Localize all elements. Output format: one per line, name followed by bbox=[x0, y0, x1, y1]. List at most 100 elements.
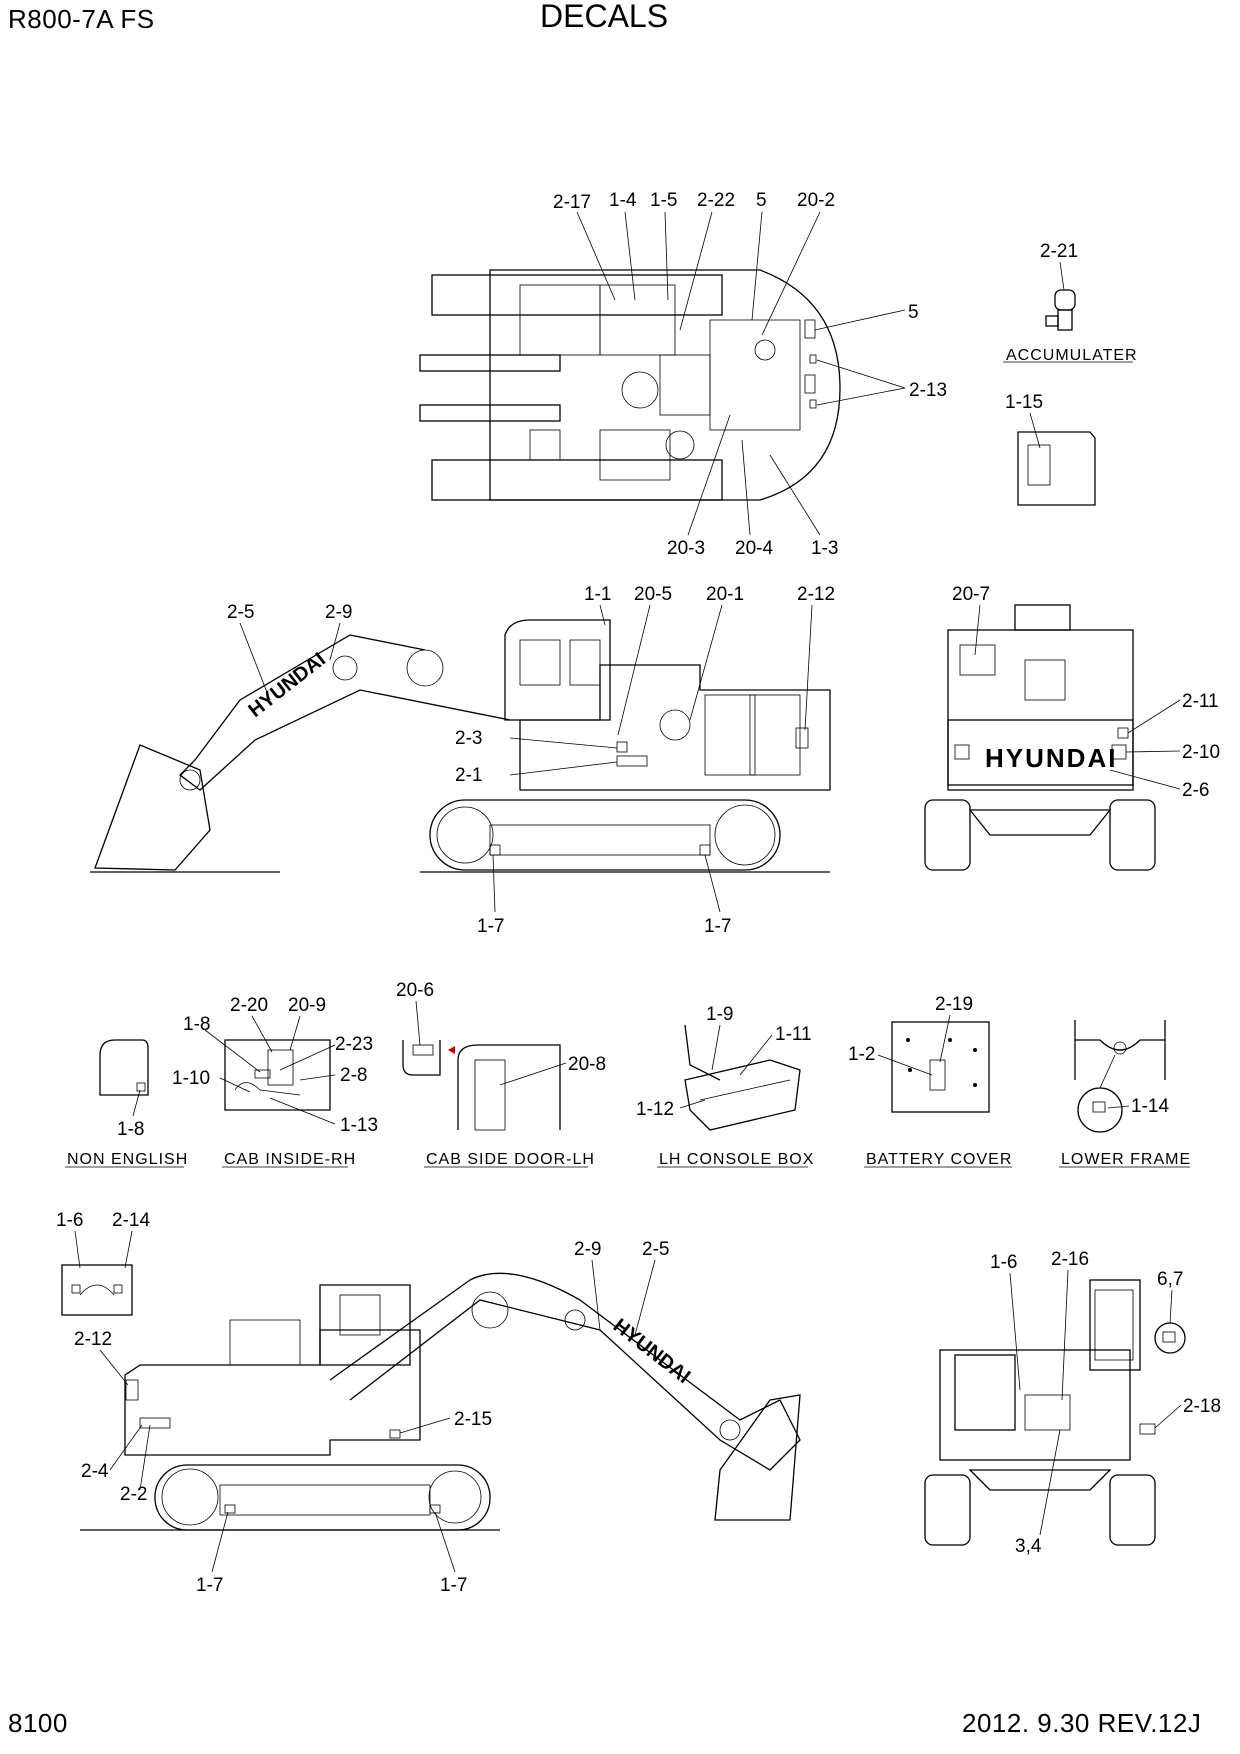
front-view: 1-6 2-16 6,7 2-18 3,4 bbox=[924, 1249, 1221, 1557]
callout: 20-6 bbox=[396, 980, 434, 1001]
panel-decal bbox=[1027, 444, 1051, 486]
callout: 5 bbox=[756, 190, 767, 211]
front-cab bbox=[1089, 1279, 1141, 1371]
callout: 1-7 bbox=[704, 916, 731, 937]
callout: 20-1 bbox=[706, 584, 744, 605]
track-assembly bbox=[429, 799, 781, 871]
upper-body-lh bbox=[124, 1329, 421, 1456]
callout: 2-6 bbox=[1182, 780, 1209, 801]
panel-1-15-view: 1-15 bbox=[1005, 392, 1096, 506]
cab-lh bbox=[319, 1284, 411, 1366]
radiator-grille-2 bbox=[749, 694, 801, 776]
rear-carbody bbox=[968, 809, 1112, 836]
decal-2-13b bbox=[809, 399, 817, 409]
callout: 2-11 bbox=[1182, 691, 1219, 712]
callout: 20-8 bbox=[568, 1054, 606, 1075]
cab-step bbox=[529, 429, 561, 461]
callout: 1-5 bbox=[650, 190, 677, 211]
callout: 1-8 bbox=[183, 1014, 210, 1035]
tank-cap bbox=[665, 430, 695, 460]
accumulator-view: 2-21 ACCUMULATER bbox=[1003, 241, 1138, 364]
model-code: R800-7A FS bbox=[8, 4, 155, 34]
callout: 2-5 bbox=[227, 602, 254, 623]
rear-view: HYUNDAI 20-7 2-11 2-10 2-6 bbox=[924, 584, 1220, 871]
accumulator-stem bbox=[1057, 309, 1073, 331]
callout: 1-13 bbox=[340, 1115, 378, 1136]
cover-panel bbox=[709, 319, 801, 431]
detail-caption: BATTERY COVER bbox=[866, 1151, 1012, 1168]
engine-grid-1 bbox=[519, 284, 601, 356]
callout: 1-12 bbox=[636, 1099, 674, 1120]
detail-caption: CAB INSIDE-RH bbox=[224, 1151, 356, 1168]
swing-motor bbox=[621, 371, 659, 409]
battery-cover bbox=[891, 1021, 990, 1113]
detail-caption: ACCUMULATER bbox=[1006, 347, 1138, 364]
decal-2-11 bbox=[1117, 727, 1129, 739]
callout: 2-3 bbox=[455, 728, 482, 749]
rear-track-left bbox=[924, 799, 971, 871]
callout: 2-9 bbox=[574, 1239, 601, 1260]
callout: 2-14 bbox=[112, 1210, 150, 1231]
callout: 20-4 bbox=[735, 538, 773, 559]
decal-2-3 bbox=[616, 741, 628, 753]
detail-lh-console: 1-9 1-11 1-12 LH CONSOLE BOX bbox=[636, 1004, 814, 1168]
revision-date: 2012. 9.30 REV.12J bbox=[962, 1708, 1202, 1738]
cab-window-2 bbox=[569, 639, 601, 686]
accumulator-port bbox=[1045, 315, 1059, 327]
rear-cab-top bbox=[1014, 604, 1071, 631]
callout: 1-9 bbox=[706, 1004, 733, 1025]
bucket-lh bbox=[714, 1394, 801, 1521]
detail-non-english: 1-8 NON ENGLISH bbox=[65, 1039, 188, 1168]
top-view: 2-17 1-4 1-5 2-22 5 20-2 5 2-13 20-3 20-… bbox=[419, 190, 947, 559]
upper-body bbox=[519, 664, 831, 791]
decal-2-13a bbox=[809, 354, 817, 364]
callout: 1-7 bbox=[196, 1575, 223, 1596]
callout: 20-9 bbox=[288, 995, 326, 1016]
callout: 1-7 bbox=[477, 916, 504, 937]
joystick bbox=[684, 1024, 721, 1081]
detail-cab-inside-rh: 1-8 2-20 20-9 2-23 2-8 1-10 1-13 CAB INS… bbox=[172, 995, 378, 1168]
detail-caption: CAB SIDE DOOR-LH bbox=[426, 1151, 595, 1168]
zoom-circle bbox=[1077, 1087, 1123, 1133]
bucket bbox=[94, 744, 211, 871]
callout: 2-20 bbox=[230, 995, 268, 1016]
decal-2-15 bbox=[389, 1429, 401, 1439]
callout: 2-17 bbox=[553, 192, 591, 213]
panel-box bbox=[1017, 431, 1096, 506]
decal-20-7 bbox=[959, 644, 996, 676]
callout: 2-10 bbox=[1182, 742, 1220, 763]
grille-2 bbox=[804, 374, 816, 394]
counterweight bbox=[947, 719, 1134, 786]
boom-bottom bbox=[419, 404, 561, 422]
track-lower bbox=[431, 459, 723, 501]
callout: 2-13 bbox=[909, 380, 947, 401]
decal-2-4 bbox=[139, 1417, 171, 1429]
callout: 2-19 bbox=[935, 994, 973, 1015]
front-track-left bbox=[924, 1474, 971, 1546]
accumulator-body bbox=[1054, 289, 1076, 311]
handrail bbox=[229, 1319, 301, 1366]
engine-grid-4 bbox=[599, 429, 671, 481]
rear-grille bbox=[1024, 659, 1066, 701]
callout: 1-2 bbox=[848, 1044, 875, 1065]
callout: 2-1 bbox=[455, 765, 482, 786]
boom-lh bbox=[329, 1272, 801, 1471]
callout: 2-8 bbox=[340, 1065, 367, 1086]
page-number: 8100 bbox=[8, 1708, 68, 1738]
front-upper bbox=[939, 1349, 1131, 1461]
front-engine bbox=[954, 1354, 1016, 1431]
track-upper bbox=[431, 274, 723, 316]
decal-2-18 bbox=[1139, 1423, 1156, 1435]
boom bbox=[179, 634, 511, 791]
detail-cab-side-door: 20-6 20-8 CAB SIDE DOOR-LH bbox=[396, 980, 606, 1168]
front-track-right bbox=[1109, 1474, 1156, 1546]
detail-caption: LOWER FRAME bbox=[1061, 1151, 1191, 1168]
detail-caption: LH CONSOLE BOX bbox=[659, 1151, 814, 1168]
callout: 2-15 bbox=[454, 1409, 492, 1430]
decal-2-12-lh bbox=[125, 1379, 139, 1401]
callout: 2-22 bbox=[697, 190, 735, 211]
callout: 2-12 bbox=[74, 1329, 112, 1350]
callout: 20-7 bbox=[952, 584, 990, 605]
decal-1-7a bbox=[489, 844, 501, 856]
detail-caption: NON ENGLISH bbox=[67, 1151, 188, 1168]
